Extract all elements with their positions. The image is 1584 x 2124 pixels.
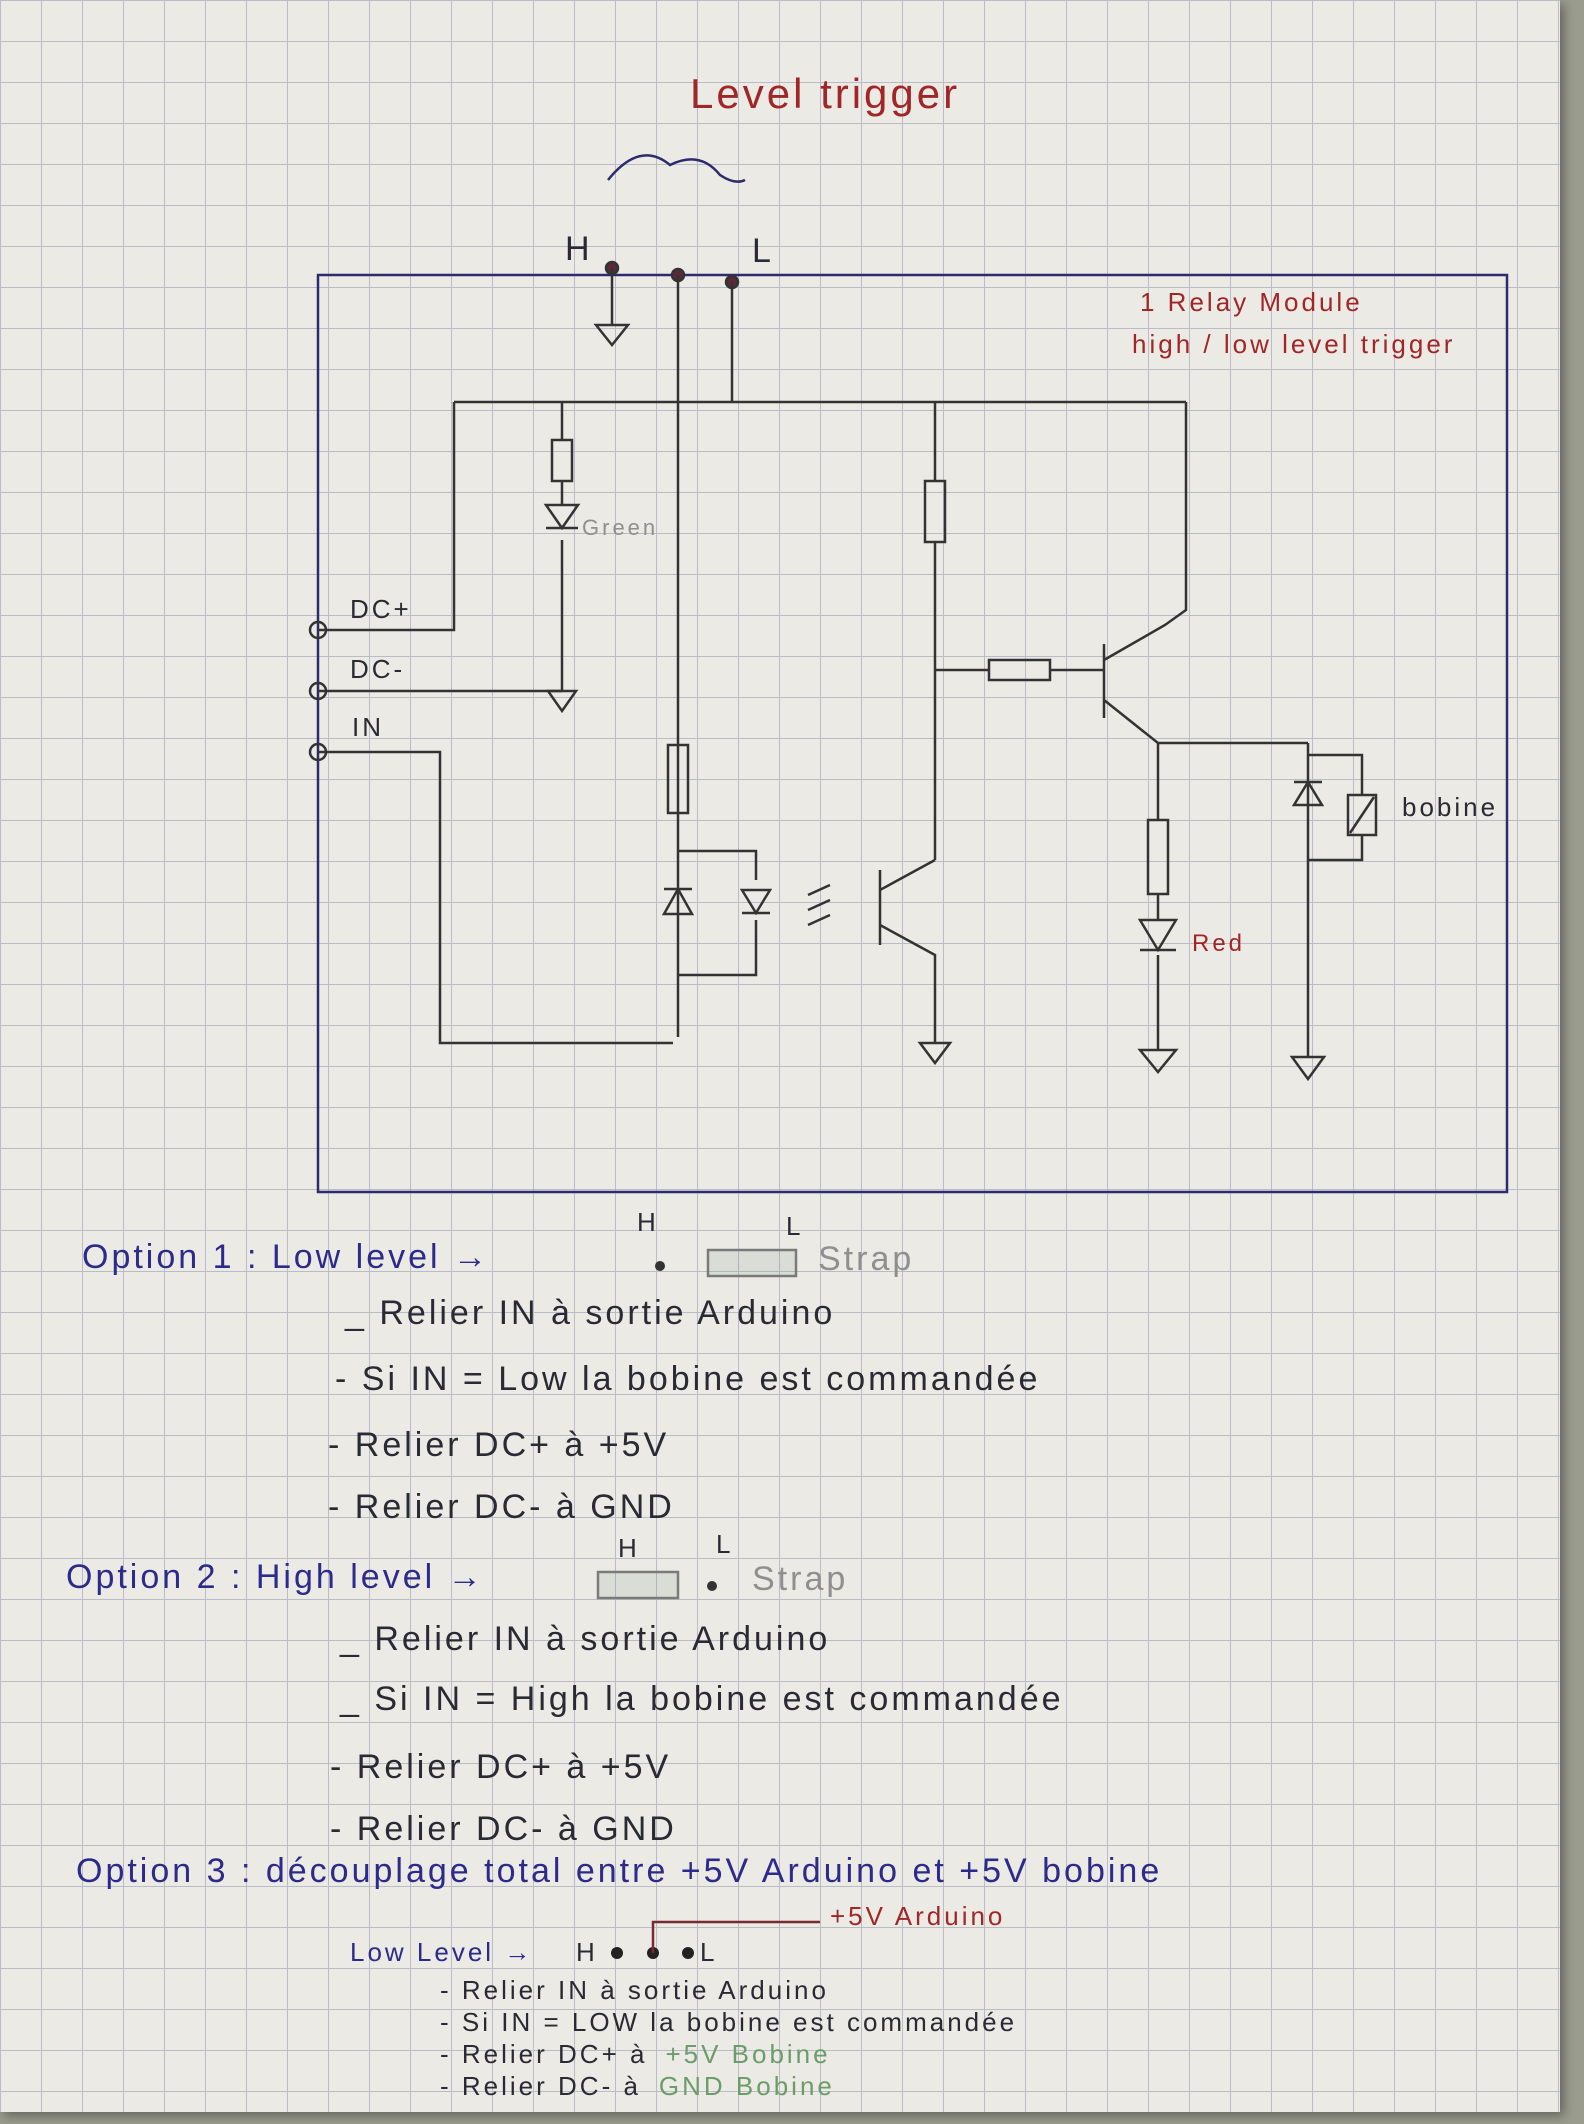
terminal-dc-plus (308, 620, 328, 640)
option3-l: L (700, 1937, 718, 1967)
diode-icon (661, 886, 695, 916)
phototransistor-icon (878, 402, 937, 1043)
option1-line: - Relier DC- à GND (328, 1488, 675, 1526)
jumper-pin-dot (707, 1581, 717, 1591)
wire (678, 849, 758, 977)
arduino-5v-wire (651, 1920, 820, 1953)
resistor (987, 658, 1052, 682)
red-led-icon (1137, 918, 1179, 953)
ground-icon (593, 268, 631, 348)
option1-h: H (637, 1207, 659, 1237)
jumper-pin-dot (682, 1947, 694, 1959)
resistor (666, 743, 690, 815)
option1-line: - Si IN = Low la bobine est commandée (335, 1360, 1041, 1398)
wire (1308, 753, 1364, 862)
notebook-page: Level trigger H L 1 Relay Module high / … (0, 0, 1560, 2112)
jumper-pin-dot (611, 1947, 623, 1959)
terminal-dc-minus (308, 681, 328, 701)
option2-line: _ Relier IN à sortie Arduino (340, 1620, 831, 1658)
option3-coil-gnd: GND Bobine (658, 2071, 835, 2101)
green-led-label: Green (582, 515, 659, 540)
option1-line: _ Relier IN à sortie Arduino (345, 1294, 836, 1332)
option3-line: - Relier DC+ à (440, 2039, 648, 2069)
option2-title: Option 2 : High level → (66, 1558, 485, 1596)
option3-row-dc-minus: - Relier DC- à GND Bobine (440, 2071, 835, 2102)
red-led-label: Red (1192, 930, 1246, 957)
option1-l: L (786, 1211, 804, 1241)
option2-line: - Relier DC+ à +5V (330, 1748, 672, 1786)
option3-h: H (576, 1937, 598, 1967)
option1-strap: Strap (818, 1240, 915, 1278)
flyback-diode-icon (1291, 779, 1325, 807)
option1-title: Option 1 : Low level → (82, 1238, 491, 1276)
page-title: Level trigger (690, 70, 961, 117)
option3-title: Option 3 : découplage total entre +5V Ar… (76, 1852, 1163, 1890)
resistor (550, 438, 574, 483)
option2-line: - Relier DC- à GND (330, 1810, 677, 1848)
option3-low-level: Low Level → (350, 1937, 534, 1967)
resistor (1146, 818, 1170, 896)
option3-coil-5v: +5V Bobine (665, 2039, 831, 2069)
wire (318, 750, 673, 1045)
wire (545, 402, 579, 714)
strap-option2 (596, 1570, 680, 1600)
option2-line: _ Si IN = High la bobine est commandée (340, 1680, 1064, 1718)
jumper-l-label: L (752, 232, 774, 270)
title-wave (607, 154, 746, 183)
coil-label: bobine (1402, 792, 1499, 822)
option3-line: - Relier DC- à (440, 2071, 641, 2101)
relay-coil-icon (1346, 793, 1378, 837)
pin-dc-plus-label: DC+ (350, 594, 412, 624)
resistor (923, 479, 947, 544)
pin-in-label: IN (352, 712, 384, 742)
ground-icon (917, 1041, 953, 1066)
option3-line: - Relier IN à sortie Arduino (440, 1975, 829, 2005)
pnp-transistor-icon (1102, 402, 1188, 744)
option2-strap: Strap (752, 1560, 849, 1598)
jumper-pin-dot (655, 1261, 665, 1271)
module-label-trigger: high / low level trigger (1132, 329, 1456, 359)
option1-line: - Relier DC+ à +5V (328, 1426, 670, 1464)
pin-dc-minus-label: DC- (350, 654, 406, 684)
module-outline (316, 273, 1509, 1194)
wire (454, 282, 1186, 404)
ground-icon (1289, 743, 1327, 1082)
option2-l: L (716, 1529, 734, 1559)
option3-row-dc-plus: - Relier DC+ à +5V Bobine (440, 2039, 831, 2070)
option3-line: - Si IN = LOW la bobine est commandée (440, 2007, 1018, 2037)
green-led-icon (543, 503, 581, 531)
strap-option1 (706, 1248, 798, 1278)
ground-icon (1137, 1048, 1179, 1074)
terminal-in (308, 742, 328, 762)
jumper-h-label: H (565, 230, 593, 268)
wire (318, 402, 456, 632)
relay-coil-slash (1348, 796, 1376, 834)
module-label: 1 Relay Module (1140, 287, 1363, 317)
light-arrows-icon (807, 883, 831, 927)
option3-arduino-5v: +5V Arduino (830, 1901, 1006, 1931)
wire (1156, 741, 1308, 1050)
option2-h: H (618, 1533, 640, 1563)
opto-led-icon (739, 888, 773, 916)
